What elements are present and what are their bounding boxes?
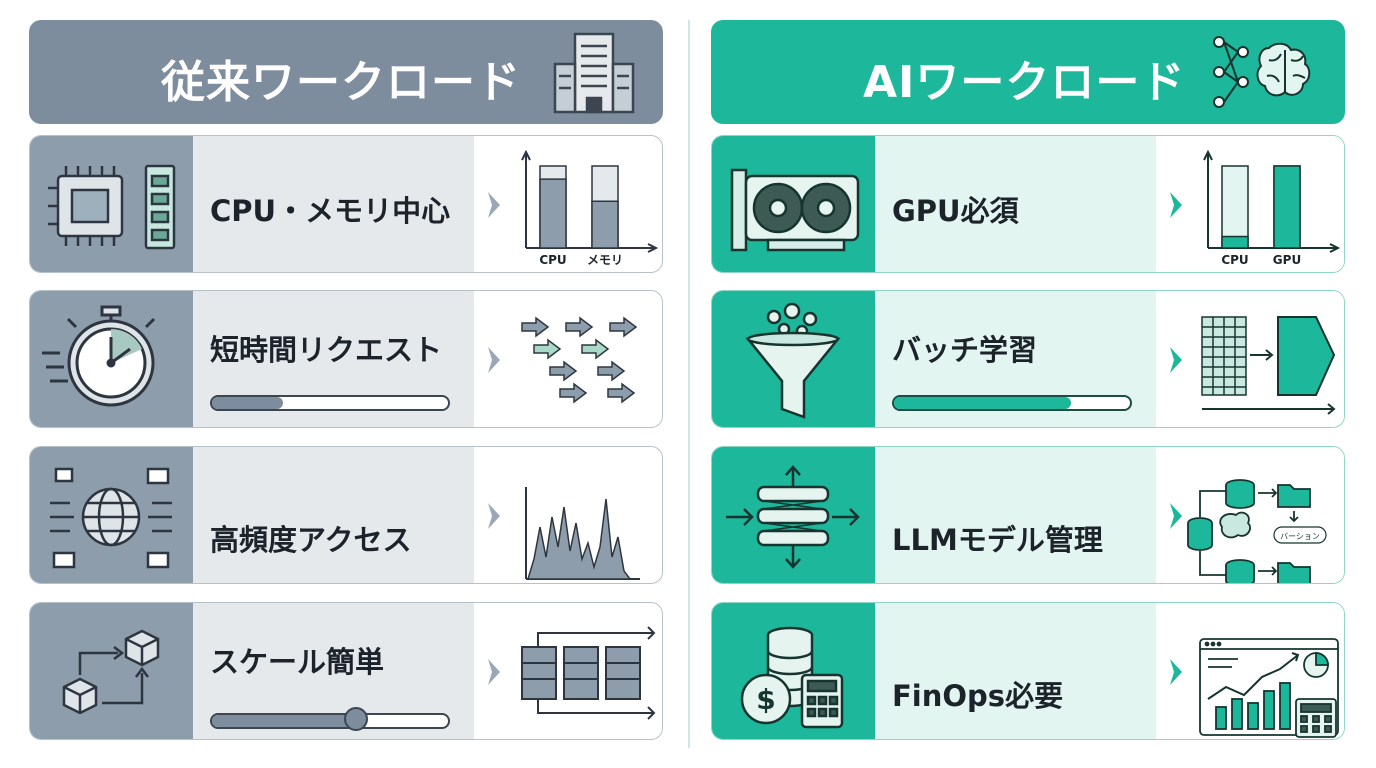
progress-bar (210, 395, 450, 411)
card-label: FinOps必要 (892, 679, 1064, 713)
card-short-requests: 短時間リクエスト (29, 290, 663, 428)
svg-text:$: $ (756, 683, 775, 716)
bar-background (1221, 165, 1249, 249)
card-high-frequency: 高頻度アクセス (29, 446, 663, 584)
traditional-header: 従来ワークロード (29, 20, 663, 124)
chevron-right-icon (1170, 192, 1182, 218)
card-visual: CPU メモリ (474, 136, 662, 272)
card-visual (474, 603, 662, 739)
card-llm-management: LLMモデル管理 バーション (711, 446, 1345, 584)
stopwatch-icon (42, 305, 156, 407)
card-icon-panel (30, 447, 193, 583)
card-icon-panel (712, 291, 875, 427)
card-gpu-required: GPU必須 CPU GPU (711, 135, 1345, 273)
neural-brain-icon (1213, 36, 1311, 108)
card-icon-panel (30, 136, 193, 272)
chevron-right-icon (1170, 503, 1182, 529)
slider-knob[interactable] (344, 707, 368, 731)
card-label: LLMモデル管理 (892, 523, 1103, 557)
card-label: スケール簡単 (210, 645, 385, 679)
y-axis-arrow (1203, 149, 1213, 161)
progress-bar (892, 395, 1132, 411)
card-visual: CPU GPU (1156, 136, 1344, 272)
slider-fill (212, 715, 354, 727)
card-icon-panel (712, 136, 875, 272)
cost-dashboard (1199, 638, 1339, 738)
batch-flow-diagram (1201, 316, 1336, 415)
tick-label: メモリ (587, 253, 623, 267)
scaling-cubes-icon (62, 629, 160, 715)
card-label: バッチ学習 (892, 333, 1038, 367)
card-batch-training: バッチ学習 (711, 290, 1345, 428)
cpu-memory-icon (48, 164, 176, 250)
tick-label: CPU (539, 253, 566, 267)
cost-calculator-icon: $ (740, 626, 844, 729)
ai-title: AIワークロード (863, 57, 1186, 108)
progress-fill (894, 397, 1071, 409)
office-building-icon (553, 32, 635, 114)
card-icon-panel (30, 603, 193, 739)
chevron-right-icon (1170, 659, 1182, 685)
card-label: GPU必須 (892, 194, 1019, 228)
server-rack-icon (521, 626, 656, 720)
traditional-column: 従来ワークロード (29, 20, 663, 740)
card-icon-panel (712, 447, 875, 583)
column-divider (688, 20, 690, 748)
tick-label: CPU (1221, 253, 1248, 267)
bar-0 (539, 178, 567, 249)
card-visual (1156, 291, 1344, 427)
bar-1 (1273, 165, 1301, 249)
progress-fill (212, 397, 283, 409)
request-arrows (521, 317, 637, 403)
funnel-icon (745, 302, 841, 419)
scale-slider[interactable] (210, 707, 450, 731)
card-easy-scaling: スケール簡単 (29, 602, 663, 740)
tick-label: GPU (1273, 253, 1301, 267)
chevron-right-icon (488, 192, 500, 218)
chevron-right-icon (488, 503, 500, 529)
card-label: 短時間リクエスト (210, 333, 443, 367)
card-label: 高頻度アクセス (210, 523, 412, 557)
card-icon-panel: $ (712, 603, 875, 739)
card-visual (474, 447, 662, 583)
usage-bar-chart: CPU メモリ (521, 149, 659, 267)
bar-1 (591, 200, 619, 249)
bar-0 (1221, 235, 1249, 249)
chevron-right-icon (1170, 347, 1182, 373)
card-label: CPU・メモリ中心 (210, 194, 451, 228)
y-axis-arrow (521, 149, 531, 161)
gpu-card-icon (730, 168, 860, 252)
x-axis-arrow (647, 243, 659, 253)
chevron-right-icon (488, 659, 500, 685)
card-finops: $ FinOps必要 (711, 602, 1345, 740)
x-axis-arrow (1329, 243, 1341, 253)
model-layers-icon (726, 465, 860, 569)
card-visual (474, 291, 662, 427)
model-versioning-diagram: バーション (1187, 479, 1327, 583)
chevron-right-icon (488, 347, 500, 373)
ai-header: AIワークロード (711, 20, 1345, 124)
globe-access-icon (50, 467, 172, 569)
card-cpu-memory: CPU・メモリ中心 CPU メモリ (29, 135, 663, 273)
spiky-traffic-chart (525, 487, 640, 580)
card-visual: バーション (1156, 447, 1344, 583)
version-label: バーション (1280, 532, 1320, 541)
card-visual (1156, 603, 1344, 739)
ai-column: AIワークロード GP (711, 20, 1345, 740)
traditional-title: 従来ワークロード (161, 57, 521, 108)
card-icon-panel (30, 291, 193, 427)
usage-bar-chart: CPU GPU (1203, 149, 1341, 267)
